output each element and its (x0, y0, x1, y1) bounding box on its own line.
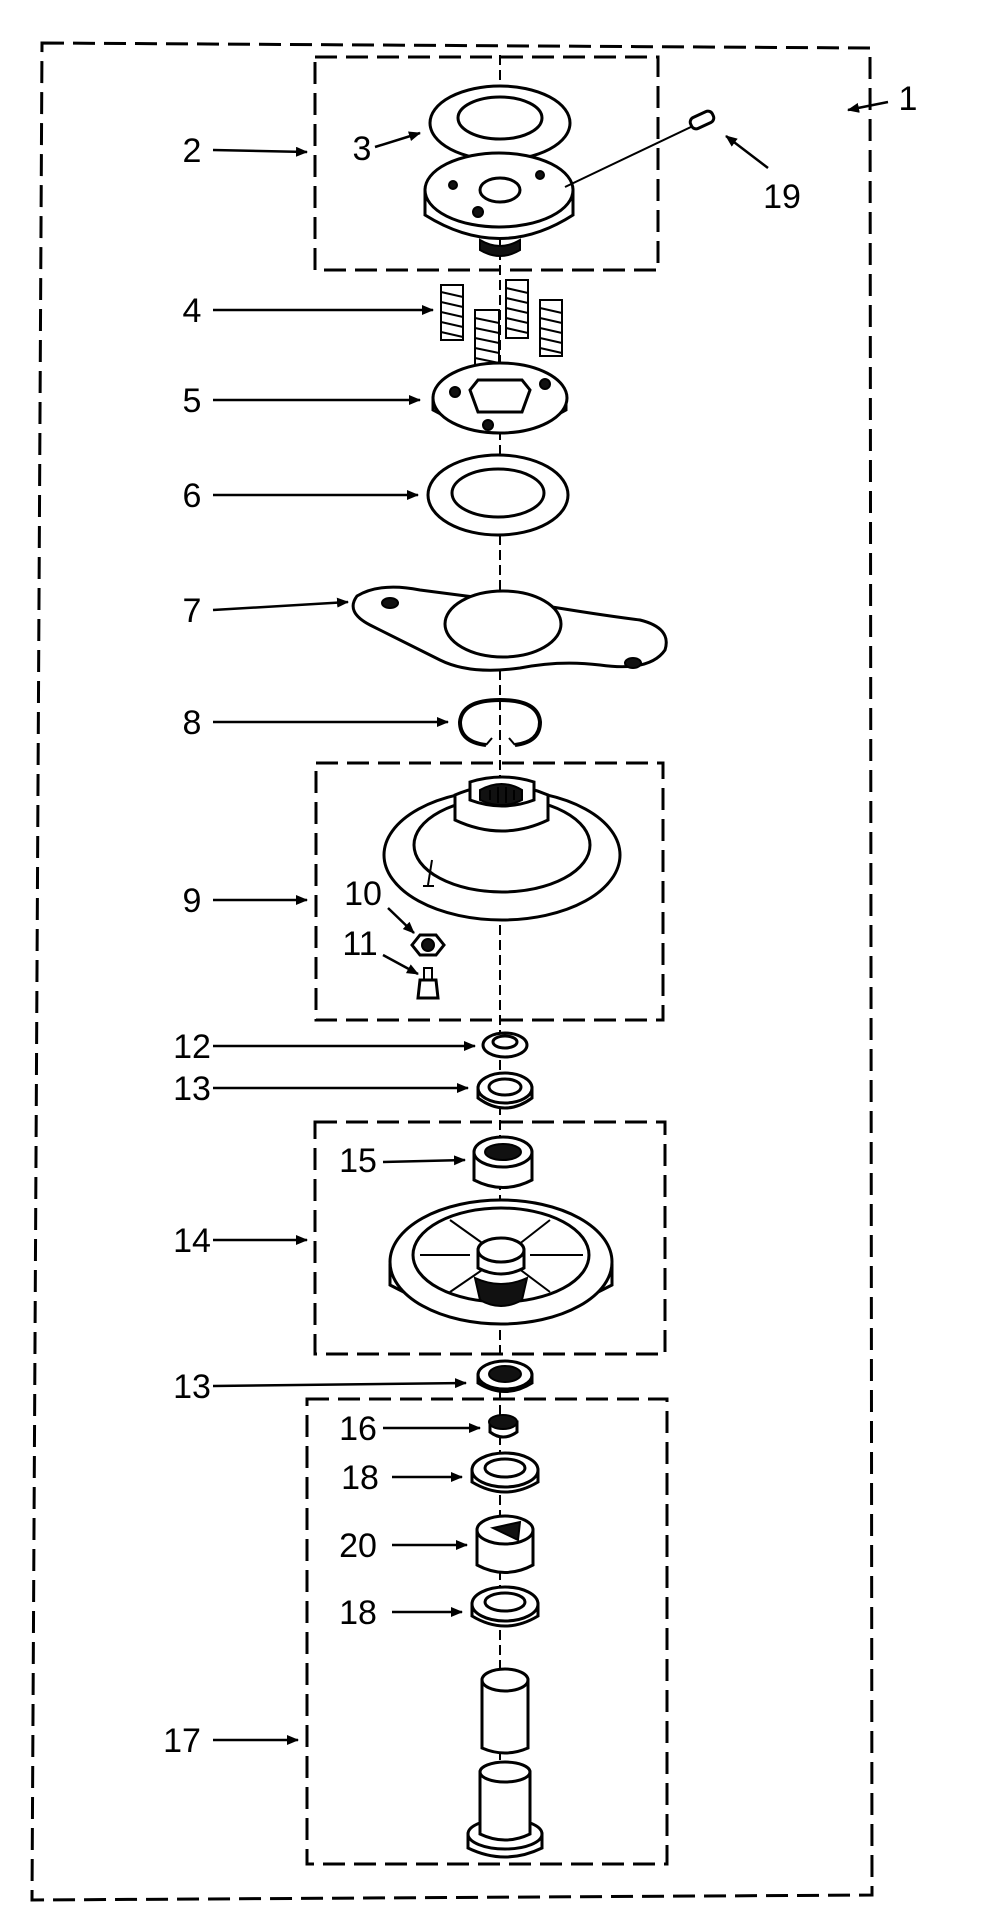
nut-part-16 (488, 1414, 519, 1439)
pulley-part-14 (388, 1198, 614, 1326)
bearing-part-18-lower (470, 1585, 540, 1628)
callout-16: 16 (339, 1410, 377, 1448)
callout-3: 3 (353, 130, 372, 168)
callout-13-lower: 13 (173, 1368, 211, 1406)
mounting-plate-part-7 (351, 585, 668, 672)
subassembly-box-14 (313, 1120, 667, 1356)
seal-ring-part-3 (428, 84, 572, 162)
callout-2: 2 (183, 132, 202, 170)
bolt-part-11 (416, 967, 440, 1000)
clutch-housing-part-2 (423, 151, 575, 257)
callout-10: 10 (344, 875, 382, 913)
callout-5: 5 (183, 382, 202, 420)
spacer-part-13-lower (476, 1359, 534, 1393)
nut-part-10 (410, 933, 446, 957)
shaft-part-17 (466, 1667, 544, 1859)
bearing-part-18-upper (470, 1451, 540, 1494)
callout-labels: 1 2 3 4 5 6 7 8 9 10 11 12 13 13 14 15 1… (163, 80, 917, 1760)
pin-part-19 (564, 109, 716, 188)
subassembly-box-9 (314, 761, 665, 1022)
callout-17: 17 (163, 1722, 201, 1760)
callout-18-lower: 18 (339, 1594, 377, 1632)
callout-7: 7 (183, 592, 202, 630)
callout-8: 8 (183, 704, 202, 742)
hub-assembly-part-9 (382, 775, 622, 922)
springs-part-4 (440, 279, 563, 371)
callout-1: 1 (899, 80, 918, 118)
callout-18-upper: 18 (341, 1459, 379, 1497)
callout-20: 20 (339, 1527, 377, 1565)
subassembly-box-17 (305, 1397, 669, 1866)
callout-12: 12 (173, 1028, 211, 1066)
callout-19: 19 (763, 178, 801, 216)
retaining-ring-part-8 (457, 697, 543, 747)
callout-6: 6 (183, 477, 202, 515)
assembly-boundary (30, 41, 874, 1902)
sleeve-part-20 (475, 1514, 535, 1574)
callout-14: 14 (173, 1222, 211, 1260)
callout-15: 15 (339, 1142, 377, 1180)
leader-lines (212, 100, 889, 1745)
callout-4: 4 (183, 292, 202, 330)
ring-part-12 (481, 1031, 529, 1059)
bushing-part-15 (472, 1135, 534, 1189)
subassembly-box-2 (313, 55, 660, 272)
callout-9: 9 (183, 882, 202, 920)
callout-13-upper: 13 (173, 1070, 211, 1108)
clutch-plate-part-5 (431, 361, 569, 435)
washer-part-6 (426, 453, 570, 537)
spacer-part-13-upper (476, 1071, 534, 1110)
callout-11: 11 (342, 925, 377, 963)
